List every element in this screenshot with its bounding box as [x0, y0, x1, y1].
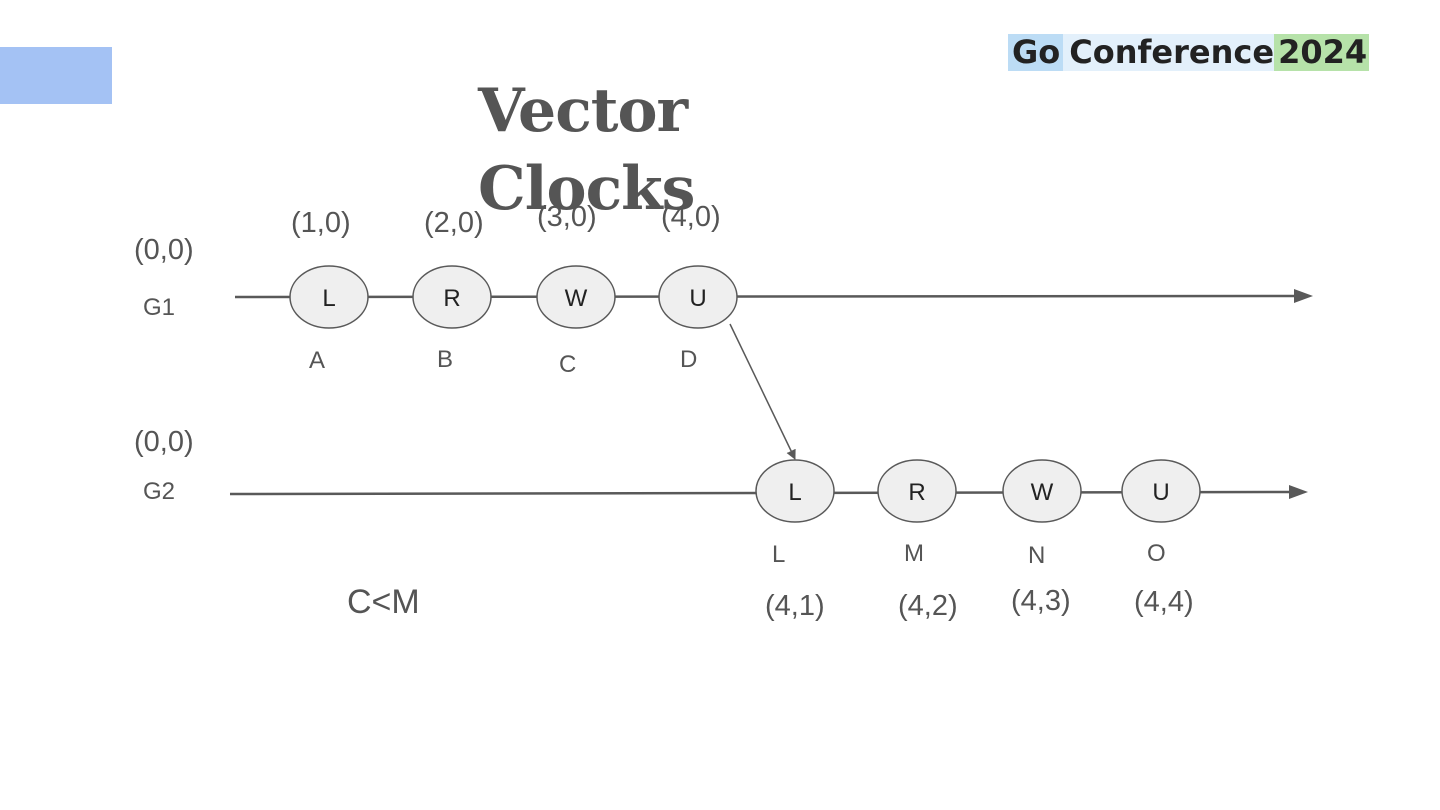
event-node-n: W: [1002, 459, 1082, 523]
g2-timeline-arrowhead: [1289, 485, 1308, 499]
event-node-l: L: [755, 459, 835, 523]
event-name-l: L: [772, 541, 786, 568]
event-op-label: U: [1152, 479, 1169, 506]
event-node-o: U: [1121, 459, 1201, 523]
event-op-label: R: [443, 285, 460, 312]
event-node-b: R: [412, 265, 492, 329]
event-name-o: O: [1147, 540, 1166, 567]
happens-before-relation: C<M: [347, 583, 420, 621]
event-name-m: M: [904, 540, 924, 567]
clock-label-n: (4,3): [1011, 585, 1071, 617]
event-op-label: U: [689, 285, 706, 312]
event-name-c: C: [559, 351, 577, 378]
event-node-d: U: [658, 265, 738, 329]
clock-label-l: (4,1): [765, 590, 825, 622]
clock-label-m: (4,2): [898, 590, 958, 622]
logo-conference: Conference: [1063, 34, 1275, 71]
event-name-a: A: [309, 347, 326, 374]
event-op-label: W: [1031, 479, 1054, 506]
conference-logo: Go Conference 2024: [1008, 34, 1370, 71]
event-op-label: R: [908, 479, 925, 506]
event-op-label: L: [788, 479, 801, 506]
event-name-b: B: [437, 346, 454, 373]
logo-go: Go: [1008, 34, 1064, 71]
clock-label-c: (3,0): [537, 201, 597, 233]
event-node-a: L: [289, 265, 369, 329]
message-arrow: [729, 323, 796, 460]
g1-process-label: G1: [143, 294, 176, 321]
event-node-c: W: [536, 265, 616, 329]
page-title: Vector Clocks: [478, 76, 695, 224]
g1-timeline-arrowhead: [1294, 289, 1313, 303]
clock-label-b: (2,0): [424, 207, 484, 239]
event-op-label: L: [322, 285, 335, 312]
logo-year: 2024: [1274, 34, 1370, 71]
event-name-d: D: [680, 346, 698, 373]
event-op-label: W: [565, 285, 588, 312]
event-name-n: N: [1028, 542, 1046, 569]
g1-timeline: [234, 294, 1297, 299]
event-node-m: R: [877, 459, 957, 523]
clock-label-o: (4,4): [1134, 586, 1194, 618]
g1-initial-clock: (0,0): [134, 234, 194, 266]
clock-label-d: (4,0): [661, 201, 721, 233]
g2-initial-clock: (0,0): [134, 426, 194, 458]
g2-process-label: G2: [143, 478, 176, 505]
clock-label-a: (1,0): [291, 207, 351, 239]
accent-block: [0, 47, 112, 104]
